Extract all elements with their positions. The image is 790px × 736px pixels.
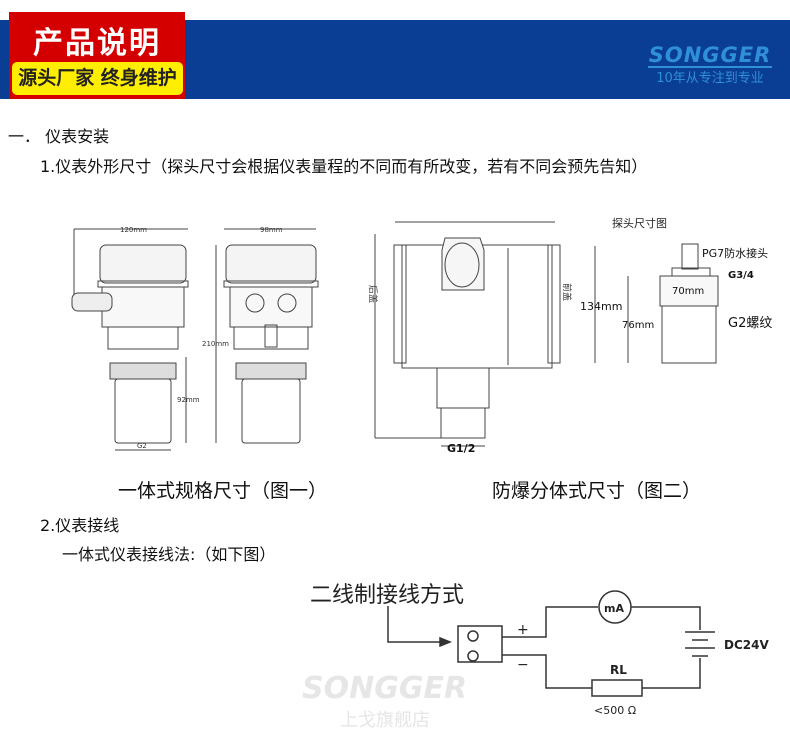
label-g2-thread: G2螺纹: [728, 316, 772, 331]
brand-logo: SONGGER: [648, 43, 772, 68]
page-title: 产品说明: [33, 26, 161, 61]
figure1-caption: 一体式规格尺寸（图一）: [118, 480, 328, 502]
figure-integrated-dimensions: 120mm 92mm G2 98mm 210mm: [71, 226, 319, 451]
section-heading-install: 一． 仪表安装: [8, 127, 110, 146]
figure2-caption: 防爆分体式尺寸（图二）: [492, 480, 702, 502]
wiring-diagram: 二线制接线方式 SONGGER 上戈旗舰店 + − mA DC24V RL <5…: [302, 583, 769, 731]
wiring-title: 二线制接线方式: [310, 583, 464, 608]
slogan-badge: 源头厂家 终身维护: [12, 62, 183, 95]
terminal-minus: −: [517, 657, 529, 673]
dim-92: 92mm: [177, 396, 200, 404]
brand-tagline: 10年从专注到专业: [656, 71, 764, 86]
dim-g2: G2: [137, 442, 147, 450]
dim-g1-2: G1/2: [447, 442, 475, 455]
watermark-brand: SONGGER: [302, 671, 467, 706]
dim-70: 70mm: [672, 286, 704, 297]
section-heading-wiring: 2.仪表接线: [40, 516, 120, 535]
resistor-label: RL: [610, 663, 627, 677]
figure-explosion-proof-dimensions: G1/2 后盖 前盖 探头尺寸图 PG7防水接头 G3/4 70mm 134mm…: [367, 216, 772, 455]
section-sub-dimensions: 1.仪表外形尺寸（探头尺寸会根据仪表量程的不同而有所改变，若有不同会预先告知）: [40, 157, 648, 176]
label-front-cover: 前盖: [561, 283, 573, 301]
label-g3-4: G3/4: [728, 270, 754, 281]
supply-label: DC24V: [724, 638, 769, 652]
dim-98: 98mm: [260, 226, 283, 234]
terminal-plus: +: [517, 622, 529, 638]
dim-134: 134mm: [580, 300, 622, 313]
resistor-value: <500 Ω: [594, 704, 636, 717]
section-sub-wiring: 一体式仪表接线法:（如下图）: [62, 545, 276, 564]
label-back-cover: 后盖: [367, 285, 379, 303]
dim-120: 120mm: [120, 226, 147, 234]
probe-title: 探头尺寸图: [612, 216, 667, 230]
watermark-store: 上戈旗舰店: [340, 710, 430, 731]
label-pg7-connector: PG7防水接头: [702, 246, 768, 260]
dim-76: 76mm: [622, 320, 654, 331]
dim-210: 210mm: [202, 340, 229, 348]
ammeter-label: mA: [604, 602, 624, 615]
